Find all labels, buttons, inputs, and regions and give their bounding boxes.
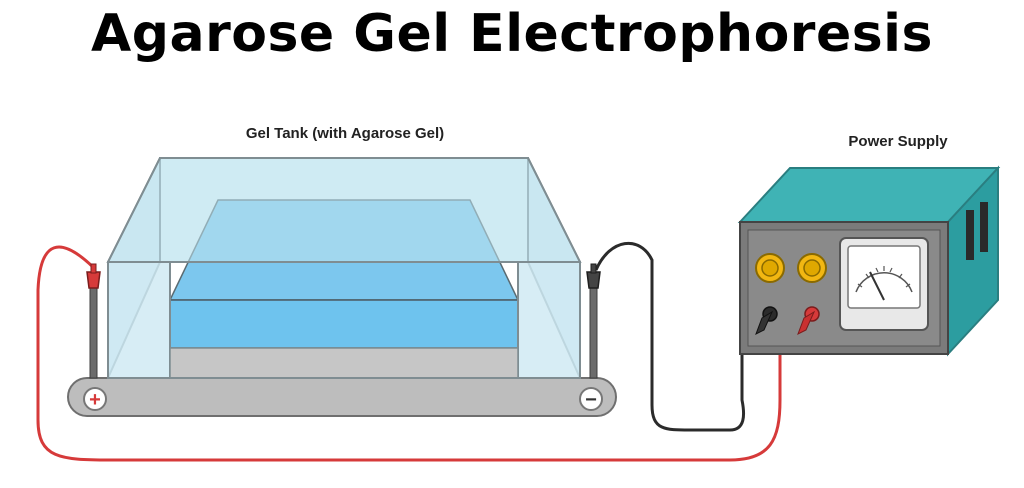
minus-terminal-icon: − [579, 387, 603, 411]
power-supply-label: Power Supply [848, 133, 948, 150]
analog-meter-icon [839, 237, 929, 331]
gel-tank [106, 157, 582, 379]
agarose-gel-slab [169, 299, 519, 349]
positive-symbol: + [89, 389, 101, 411]
power-supply [737, 165, 1001, 357]
tank-base-platform [67, 377, 617, 417]
voltage-knob-1[interactable] [755, 253, 785, 283]
positive-electrode-post [86, 263, 101, 379]
black-output-plug[interactable] [755, 306, 778, 336]
negative-symbol: − [585, 389, 597, 411]
voltage-knob-2[interactable] [797, 253, 827, 283]
red-output-plug[interactable] [797, 306, 820, 336]
gel-tank-label: Gel Tank (with Agarose Gel) [246, 125, 444, 142]
plus-terminal-icon: + [83, 387, 107, 411]
diagram-title: Agarose Gel Electrophoresis [91, 4, 933, 64]
negative-electrode-post [586, 263, 601, 379]
